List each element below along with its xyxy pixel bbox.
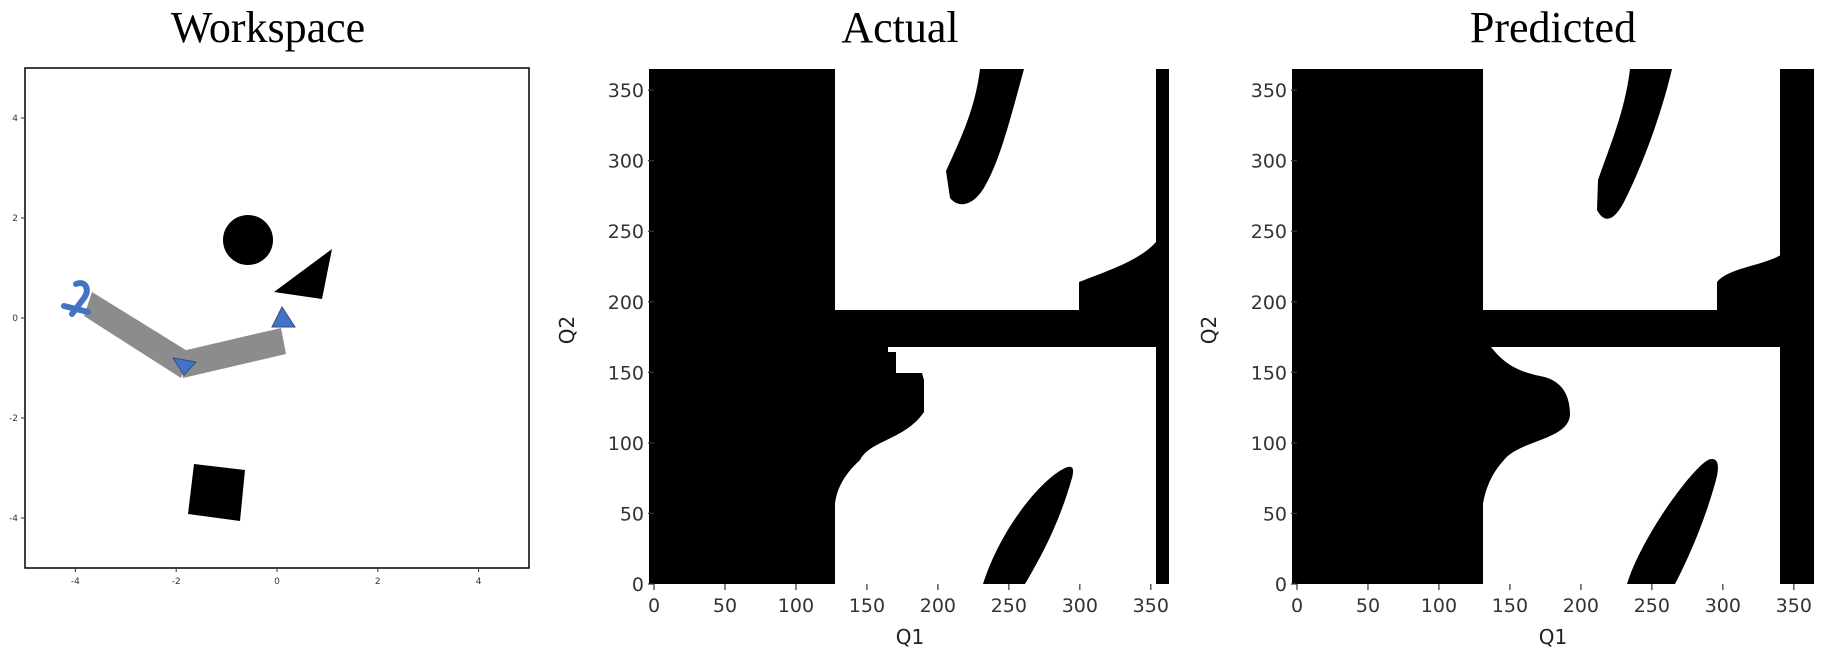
predicted-region-bottom-blob [1627, 459, 1718, 584]
workspace-x-tick-label: 2 [375, 577, 381, 587]
actual-region-right-strip [1156, 69, 1169, 584]
x-tick-label: 300 [1705, 595, 1741, 617]
gripper-icon [61, 280, 91, 317]
workspace-y-tick-label: 0 [12, 314, 18, 324]
y-tick-label: 0 [1275, 574, 1287, 596]
workspace-panel: -4 -2 0 2 4 4 2 0 -2 -4 [9, 67, 530, 587]
x-tick-label: 50 [1356, 595, 1380, 617]
x-axis-label: Q1 [896, 625, 924, 649]
workspace-y-tick-label: -4 [9, 514, 18, 524]
y-tick-label: 100 [608, 433, 644, 455]
actual-cspace-map [649, 69, 1169, 584]
workspace-y-tick-label: 4 [12, 114, 18, 124]
workspace-x-tick-label: -2 [172, 577, 181, 587]
predicted-cspace-map [1292, 69, 1814, 584]
x-tick-label: 0 [648, 595, 660, 617]
x-tick-label: 150 [1492, 595, 1528, 617]
actual-region-bottom-blob [983, 466, 1074, 584]
predicted-panel: 0 50 100 150 200 250 300 350 350 300 250 200 150 100 5… [1197, 69, 1814, 649]
x-axis-label: Q1 [1539, 625, 1567, 649]
y-tick-label: 350 [1251, 80, 1287, 102]
x-tick-label: 250 [1634, 595, 1670, 617]
y-axis-label: Q2 [1197, 316, 1221, 344]
workspace-y-tick-label: -2 [9, 414, 18, 424]
predicted-region-right-strip [1780, 69, 1814, 584]
x-tick-label: 300 [1062, 595, 1098, 617]
actual-region-left-block [649, 69, 1156, 584]
workspace-y-tick-label: 2 [12, 214, 18, 224]
circle-obstacle [223, 215, 273, 265]
x-tick-label: 350 [1133, 595, 1169, 617]
y-tick-label: 200 [608, 292, 644, 314]
triangle-obstacle [274, 249, 332, 299]
y-tick-label: 150 [1251, 362, 1287, 384]
arm-link-2 [178, 328, 286, 378]
y-tick-label: 200 [1251, 292, 1287, 314]
y-tick-label: 50 [620, 503, 644, 525]
actual-panel: 0 50 100 150 200 250 300 350 350 300 250 200 150 100 5… [555, 69, 1169, 649]
predicted-region-right-bump [1717, 250, 1788, 310]
x-tick-label: 200 [1563, 595, 1599, 617]
y-tick-label: 100 [1251, 433, 1287, 455]
x-tick-label: 250 [991, 595, 1027, 617]
x-tick-label: 200 [920, 595, 956, 617]
actual-title: Actual [841, 3, 959, 52]
x-tick-label: 0 [1291, 595, 1303, 617]
x-tick-label: 150 [849, 595, 885, 617]
workspace-title: Workspace [170, 3, 366, 52]
y-tick-label: 250 [1251, 221, 1287, 243]
x-tick-label: 350 [1776, 595, 1812, 617]
y-tick-label: 250 [608, 221, 644, 243]
workspace-ticks: -4 -2 0 2 4 4 2 0 -2 -4 [9, 114, 482, 587]
workspace-x-tick-label: 0 [274, 577, 280, 587]
square-obstacle [188, 464, 245, 521]
actual-region-top-blob [946, 69, 1024, 205]
predicted-title: Predicted [1469, 3, 1637, 52]
y-tick-label: 300 [608, 151, 644, 173]
y-tick-label: 50 [1263, 503, 1287, 525]
workspace-x-tick-label: 4 [476, 577, 482, 587]
x-tick-label: 100 [778, 595, 814, 617]
y-tick-label: 350 [608, 80, 644, 102]
predicted-region-top-blob [1597, 69, 1672, 219]
actual-region-right-bump [1079, 242, 1156, 310]
y-tick-label: 300 [1251, 151, 1287, 173]
y-tick-label: 150 [608, 362, 644, 384]
elbow-joint-marker [171, 357, 197, 376]
x-tick-label: 100 [1421, 595, 1457, 617]
x-tick-label: 50 [713, 595, 737, 617]
base-joint-marker [271, 305, 296, 328]
y-axis-label: Q2 [555, 316, 579, 344]
workspace-x-tick-label: -4 [71, 577, 80, 587]
arm-link-1 [84, 292, 189, 378]
y-tick-label: 0 [632, 574, 644, 596]
predicted-axes: 0 50 100 150 200 250 300 350 350 300 250 200 150 100 5… [1197, 80, 1812, 649]
actual-axes: 0 50 100 150 200 250 300 350 350 300 250 200 150 100 5… [555, 80, 1169, 649]
predicted-region-left-block [1292, 69, 1811, 584]
